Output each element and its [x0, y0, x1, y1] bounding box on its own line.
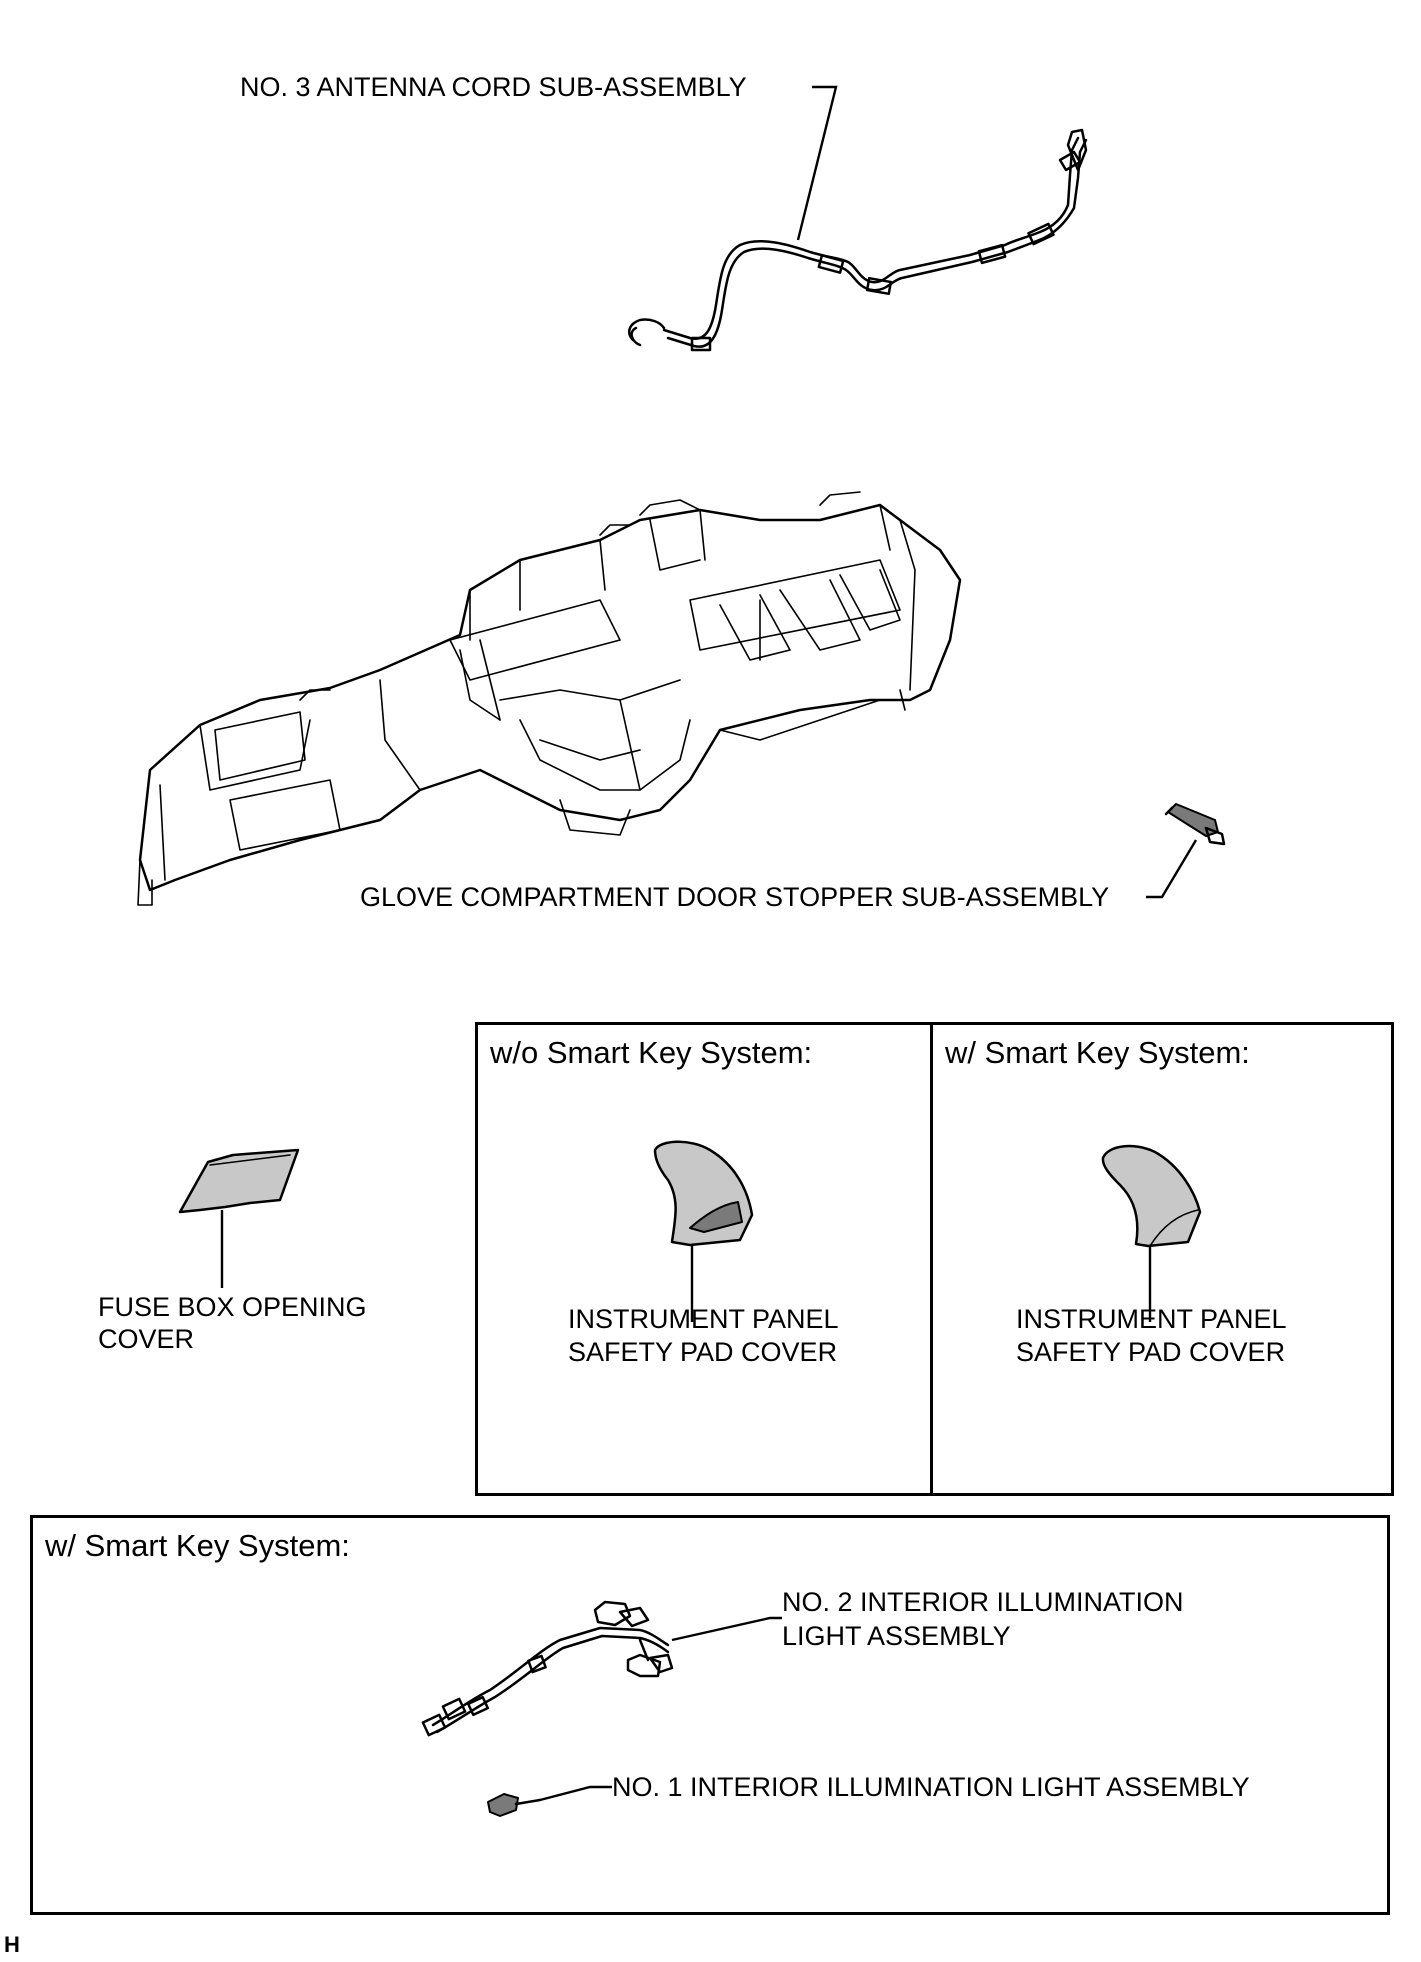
wo-smart-key-box: w/o Smart Key System:: [475, 1022, 933, 1496]
safety-pad-cover-wo-part: [653, 1140, 754, 1247]
safety-pad-w-label-line2: SAFETY PAD COVER: [1016, 1337, 1286, 1367]
illumination-2-label-line2: LIGHT ASSEMBLY: [782, 1621, 1011, 1651]
safety-pad-w-label-line1: INSTRUMENT PANEL: [1016, 1304, 1287, 1334]
w-smart-key-title: w/ Smart Key System:: [945, 1035, 1250, 1070]
wo-smart-key-title: w/o Smart Key System:: [490, 1035, 813, 1070]
glove-stopper-label: GLOVE COMPARTMENT DOOR STOPPER SUB-ASSEM…: [360, 882, 1110, 912]
glove-stopper-leader: [1146, 839, 1198, 899]
fuse-box-cover-part: [178, 1148, 300, 1214]
corner-mark: H: [4, 1932, 20, 1957]
safety-pad-wo-label-line2: SAFETY PAD COVER: [568, 1337, 838, 1367]
safety-pad-wo-label-line1: INSTRUMENT PANEL: [568, 1304, 839, 1334]
safety-pad-cover-w-part: [1101, 1144, 1202, 1248]
illumination-2-leader: [671, 1616, 782, 1642]
illumination-1-leader: [539, 1785, 612, 1802]
w-smart-key-box: w/ Smart Key System:: [930, 1022, 1394, 1496]
fuse-box-label-line2: COVER: [98, 1324, 195, 1354]
illumination-light-1-part: [487, 1793, 542, 1817]
illumination-1-label: NO. 1 INTERIOR ILLUMINATION LIGHT ASSEMB…: [612, 1772, 1250, 1802]
bottom-smart-key-box: w/ Smart Key System:: [30, 1515, 1390, 1915]
illumination-2-label-line1: NO. 2 INTERIOR ILLUMINATION: [782, 1587, 1184, 1617]
illumination-light-2-part: [421, 1600, 674, 1737]
glove-door-stopper-part: [1164, 803, 1226, 846]
antenna-cord-label: NO. 3 ANTENNA CORD SUB-ASSEMBLY: [240, 72, 747, 102]
instrument-panel-frame: [137, 491, 962, 906]
antenna-cord-part: [628, 128, 1088, 352]
fuse-box-label-line1: FUSE BOX OPENING: [98, 1292, 367, 1322]
antenna-cord-leader: [796, 85, 838, 241]
bottom-smart-key-title: w/ Smart Key System:: [45, 1528, 350, 1563]
